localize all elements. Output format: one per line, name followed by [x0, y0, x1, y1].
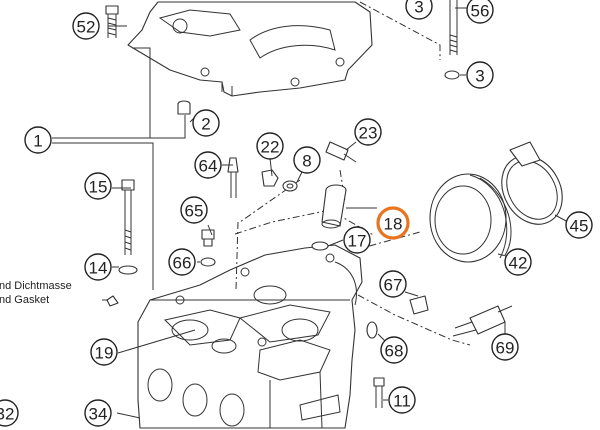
svg-text:65: 65	[185, 202, 204, 221]
svg-text:56: 56	[471, 2, 490, 21]
leader-lines	[102, 7, 569, 419]
callout-68[interactable]: 68	[380, 336, 408, 364]
svg-text:42: 42	[509, 254, 528, 273]
callout-65[interactable]: 65	[180, 196, 208, 224]
assembly-lines	[234, 1, 471, 346]
oring-68	[366, 321, 378, 339]
svg-text:22: 22	[261, 138, 280, 157]
callout-15[interactable]: 15	[84, 172, 112, 200]
svg-text:67: 67	[384, 276, 403, 295]
callout-67[interactable]: 67	[379, 270, 407, 298]
svg-text:32: 32	[0, 405, 14, 424]
bolt-11	[373, 377, 385, 408]
svg-text:14: 14	[89, 259, 108, 278]
svg-text:3: 3	[475, 67, 484, 86]
svg-text:2: 2	[201, 115, 210, 134]
callout-18-highlighted[interactable]: 18	[376, 206, 410, 240]
callout-42[interactable]: 42	[504, 248, 532, 276]
gasket-note-line2: nd Gasket	[0, 294, 49, 306]
callout-66[interactable]: 66	[168, 248, 196, 276]
gasket-note-line1: nd Dichtmasse	[0, 280, 72, 292]
callout-14[interactable]: 14	[84, 253, 112, 281]
callout-34[interactable]: 34	[84, 399, 112, 427]
sensor-64	[227, 157, 239, 198]
callout-1[interactable]: 1	[24, 126, 52, 154]
sender-23	[325, 141, 357, 163]
washer-8	[282, 180, 298, 192]
washer-3	[444, 70, 460, 80]
oring-66	[200, 257, 216, 267]
callout-64[interactable]: 64	[194, 151, 222, 179]
svg-text:8: 8	[302, 152, 311, 171]
bracket-1	[52, 47, 186, 290]
svg-text:69: 69	[496, 339, 515, 358]
intake-sleeve-18	[321, 184, 347, 229]
callout-2[interactable]: 2	[192, 109, 220, 137]
callout-56[interactable]: 56	[466, 0, 494, 24]
callout-17[interactable]: 17	[343, 226, 371, 254]
callout-3-right[interactable]: 3	[466, 61, 494, 89]
stud-56	[449, 0, 458, 55]
plug-65	[201, 229, 215, 247]
washer-14	[118, 265, 138, 275]
svg-text:64: 64	[199, 157, 218, 176]
svg-text:23: 23	[359, 124, 378, 143]
callout-23[interactable]: 23	[354, 118, 382, 146]
sleeve-2	[177, 100, 191, 115]
oring-17	[311, 241, 329, 251]
svg-text:52: 52	[77, 18, 96, 37]
svg-text:3: 3	[414, 0, 423, 17]
svg-text:19: 19	[95, 344, 114, 363]
sensor-69	[452, 305, 513, 337]
callout-45[interactable]: 45	[565, 211, 593, 239]
svg-text:34: 34	[89, 405, 108, 424]
svg-text:66: 66	[173, 254, 192, 273]
sealant-bead	[106, 295, 119, 307]
svg-text:15: 15	[89, 178, 108, 197]
hose-clamp-45	[501, 141, 563, 225]
fitting-22	[261, 169, 279, 187]
callout-3-top[interactable]: 3	[405, 0, 433, 20]
svg-text:45: 45	[570, 217, 589, 236]
intake-rubber-42	[429, 173, 512, 263]
callout-22[interactable]: 22	[256, 132, 284, 160]
valve-cover	[127, 1, 373, 97]
cylinder-head	[137, 244, 363, 429]
svg-text:18: 18	[384, 215, 403, 234]
bolt-52	[105, 5, 119, 38]
callout-11[interactable]: 11	[388, 386, 416, 414]
callout-32[interactable]: 32	[0, 399, 19, 427]
svg-text:11: 11	[393, 392, 411, 411]
callout-19[interactable]: 19	[90, 338, 118, 366]
callout-52[interactable]: 52	[72, 12, 100, 40]
bolt-15	[121, 179, 135, 255]
svg-text:1: 1	[33, 132, 42, 151]
callout-8[interactable]: 8	[293, 146, 321, 174]
callout-69[interactable]: 69	[491, 333, 519, 361]
svg-text:17: 17	[348, 232, 367, 251]
svg-text:68: 68	[385, 342, 404, 361]
plug-67	[409, 295, 429, 315]
